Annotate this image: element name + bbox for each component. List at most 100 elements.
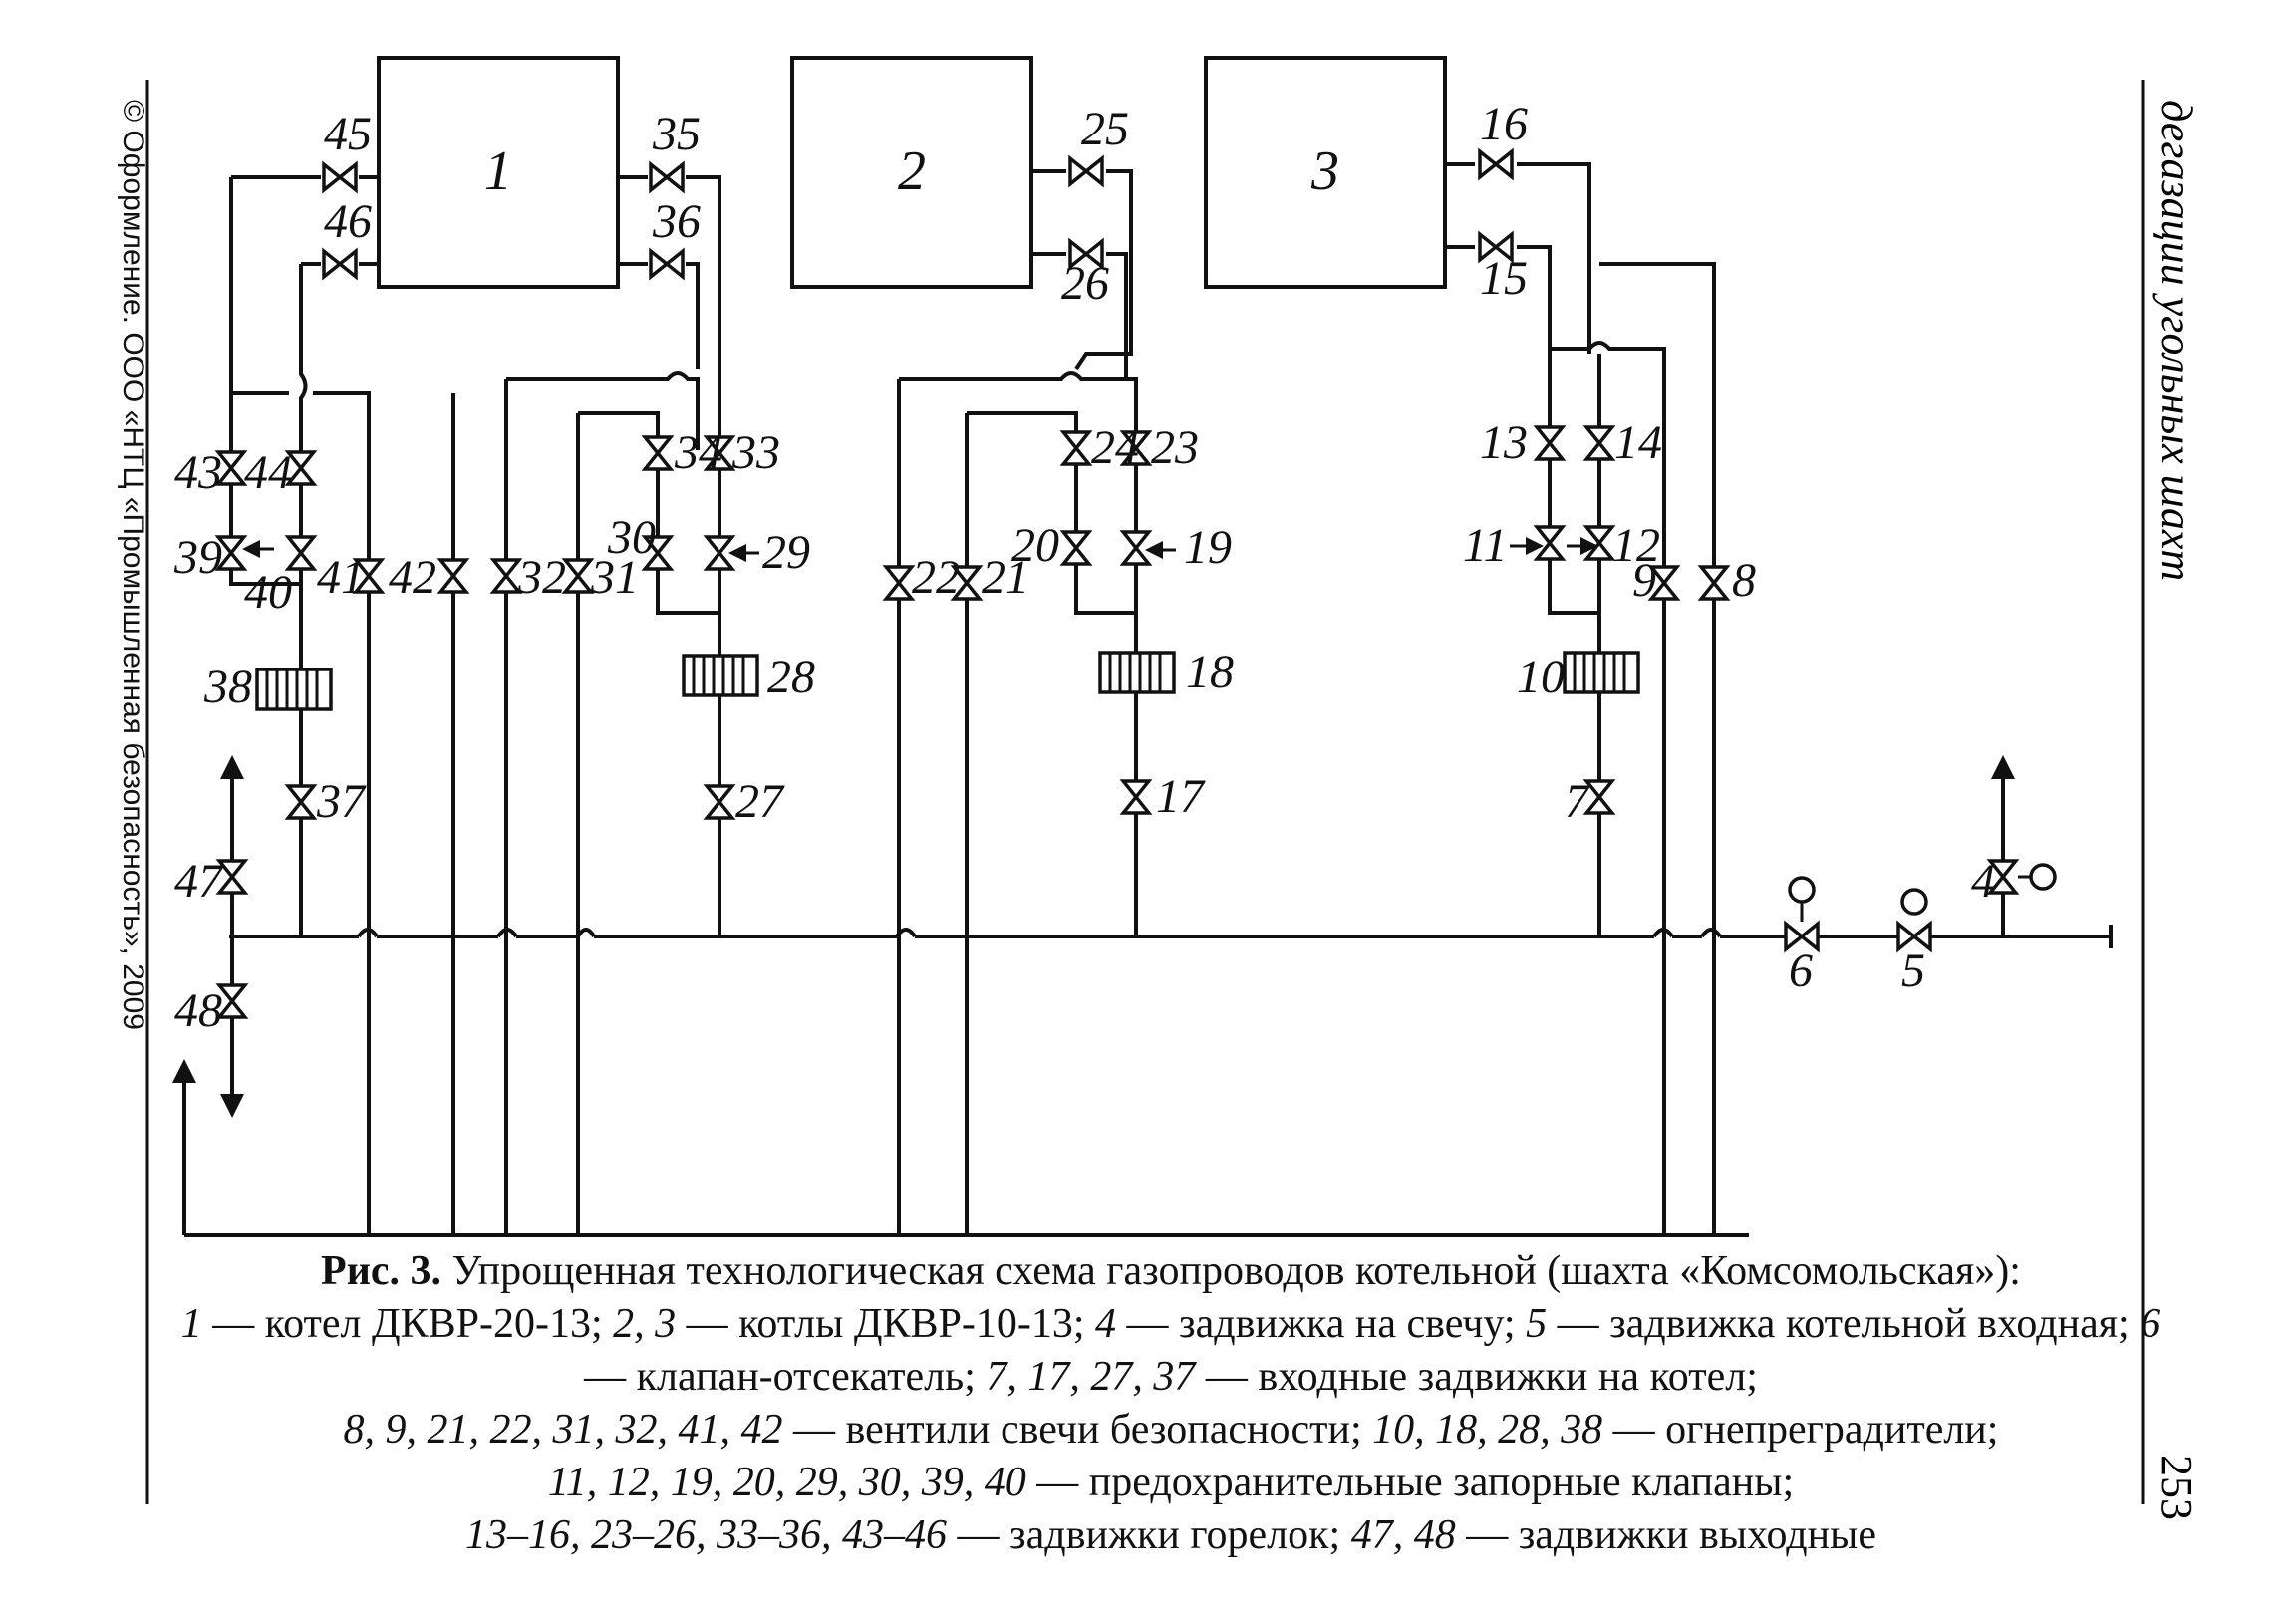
running-head: дегазации угольных шахт (2152, 100, 2201, 581)
flame-arrester-18 (1098, 651, 1176, 694)
valve-25-symbol (1068, 154, 1104, 188)
boiler-1 (377, 56, 620, 289)
caption-prefix: Рис. 3. (321, 1248, 442, 1294)
valve-8-symbol (1697, 565, 1731, 601)
label-44: 44 (244, 446, 292, 499)
valve-5-symbol (1896, 920, 1932, 953)
valve-7-symbol (1582, 779, 1616, 815)
label-15: 15 (1480, 252, 1528, 305)
flame-arrester-10 (1563, 651, 1640, 694)
gauge-4 (2029, 863, 2057, 891)
valve-21-symbol (950, 565, 984, 601)
valve-12-symbol (1582, 525, 1616, 561)
flame-arrester-28 (682, 654, 759, 697)
label-35: 35 (652, 108, 701, 160)
valve-29-symbol (703, 535, 736, 571)
caption-line-1: 1 — котел ДКВР-20-13; 2, 3 — котлы ДКВР-… (180, 1301, 2161, 1400)
label-47: 47 (174, 855, 224, 908)
label-24: 24 (1091, 421, 1139, 474)
label-45: 45 (324, 108, 372, 160)
valve-14-symbol (1582, 425, 1616, 461)
label-11: 11 (1463, 519, 1507, 572)
label-40: 40 (244, 566, 292, 619)
valve-45-symbol (322, 160, 358, 194)
valve-31-symbol (561, 558, 595, 594)
label-18: 18 (1186, 646, 1234, 698)
right-margin: дегазации угольных шахт 253 (2152, 100, 2201, 1520)
valve-labels: 45 46 35 36 25 26 16 15 43 44 34 33 24 2… (173, 98, 1995, 1037)
label-10: 10 (1517, 651, 1565, 703)
valve-17-symbol (1119, 779, 1153, 815)
label-20: 20 (1011, 519, 1059, 572)
label-46: 46 (324, 195, 372, 248)
label-21: 21 (982, 551, 1029, 604)
label-28: 28 (767, 651, 815, 703)
label-19: 19 (1184, 521, 1232, 574)
label-34: 34 (674, 426, 722, 479)
label-30: 30 (607, 511, 656, 564)
valve-15-symbol (1478, 230, 1514, 264)
valve-46-symbol (322, 247, 358, 281)
valve-48-symbol (215, 983, 249, 1019)
boiler-2-label: 2 (898, 140, 926, 202)
label-39: 39 (173, 531, 222, 584)
valve-26-symbol (1068, 237, 1104, 271)
caption-title: Упрощенная технологическая схема газопро… (441, 1248, 2021, 1294)
label-42: 42 (389, 551, 436, 604)
boiler-1-label: 1 (484, 140, 512, 202)
label-37: 37 (316, 775, 367, 828)
valve-6-symbol (1784, 920, 1820, 953)
boiler-2 (790, 56, 1033, 289)
caption-line-2: 8, 9, 21, 22, 31, 32, 41, 42 — вентили с… (343, 1407, 1999, 1453)
valve-4-symbol (1986, 859, 2020, 895)
valve-35-symbol (649, 160, 685, 194)
label-9: 9 (1632, 554, 1656, 607)
valve-40-symbol (284, 535, 318, 571)
label-41: 41 (317, 551, 365, 604)
valve-37-symbol (284, 784, 318, 820)
valve-44-symbol (284, 450, 318, 486)
label-23: 23 (1151, 421, 1199, 474)
valve-43-symbol (214, 450, 248, 486)
valve-13-symbol (1533, 425, 1567, 461)
page-number: 253 (2152, 1455, 2201, 1520)
valve-32-symbol (489, 558, 523, 594)
valve-41-symbol (352, 558, 386, 594)
gauge-5 (1900, 888, 1928, 916)
valve-39-symbol (214, 535, 248, 571)
label-48: 48 (174, 984, 222, 1037)
valve-27-symbol (703, 784, 736, 820)
valve-23-symbol (1119, 430, 1153, 466)
label-16: 16 (1480, 98, 1528, 150)
label-12: 12 (1612, 519, 1660, 572)
label-36: 36 (652, 195, 701, 248)
label-27: 27 (735, 775, 785, 828)
valve-47-symbol (215, 859, 249, 895)
valves (214, 147, 2020, 1019)
label-26: 26 (1061, 257, 1109, 310)
gauge-6 (1788, 876, 1816, 904)
valve-42-symbol (436, 558, 470, 594)
label-5: 5 (1901, 944, 1925, 997)
figure-caption: Рис. 3. Упрощенная технологическая схема… (179, 1245, 2162, 1562)
label-14: 14 (1614, 416, 1662, 469)
caption-line-4: 13–16, 23–26, 33–36, 43–46 — задвижки го… (465, 1512, 1876, 1558)
label-43: 43 (174, 446, 222, 499)
valve-9-symbol (1647, 565, 1681, 601)
valve-11-symbol (1533, 525, 1567, 561)
flame-arrester-38 (255, 668, 333, 711)
label-17: 17 (1156, 770, 1206, 823)
label-38: 38 (203, 661, 252, 713)
label-8: 8 (1732, 554, 1756, 607)
caption-line-3: 11, 12, 19, 20, 29, 30, 39, 40 — предохр… (547, 1460, 1795, 1505)
valve-36-symbol (649, 247, 685, 281)
boiler-3-label: 3 (1310, 140, 1339, 202)
valve-19-symbol (1119, 530, 1153, 566)
label-29: 29 (762, 526, 810, 579)
valve-22-symbol (882, 565, 916, 601)
label-7: 7 (1565, 775, 1590, 828)
valve-34-symbol (641, 435, 675, 471)
label-31: 31 (590, 551, 639, 604)
valve-24-symbol (1059, 430, 1093, 466)
label-22: 22 (912, 551, 960, 604)
